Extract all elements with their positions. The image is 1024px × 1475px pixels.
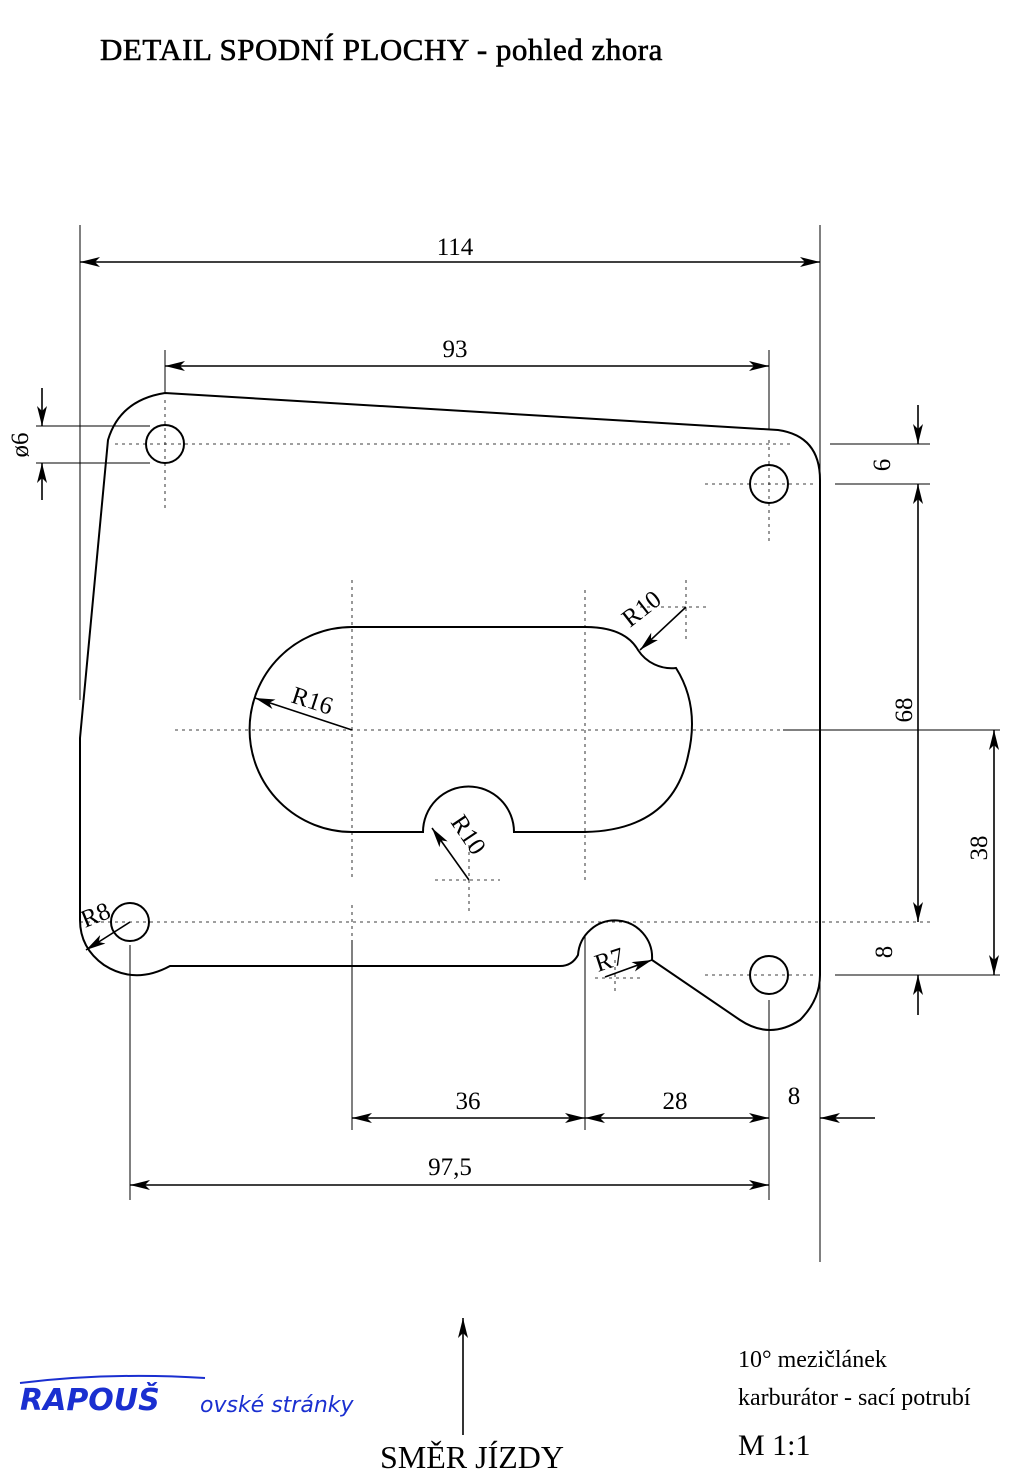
dim-span-8: 8: [788, 1083, 801, 1110]
dim-vertical-span: 68: [891, 698, 918, 723]
dim-bottom-span: 97,5: [428, 1154, 472, 1181]
note-line-2: karburátor - sací potrubí: [738, 1385, 971, 1411]
dimension-lines: [37, 257, 999, 1190]
center-lines: [80, 400, 930, 995]
logo-swoosh-icon: [19, 1374, 206, 1384]
radius-r10-top: R10: [617, 586, 666, 633]
radius-r7: R7: [592, 943, 628, 978]
radius-r8: R8: [77, 898, 114, 934]
dim-top-offset: 6: [869, 459, 896, 472]
dim-right-offset: 38: [966, 836, 993, 861]
dim-span-36: 36: [456, 1088, 481, 1115]
plate-outline: [79, 391, 821, 1031]
radius-r16: R16: [288, 682, 336, 721]
extension-lines: [36, 225, 1000, 1262]
dim-bottom-offset: 8: [871, 946, 898, 959]
note-line-1: 10° mezičlánek: [738, 1347, 887, 1373]
dim-span-28: 28: [663, 1088, 688, 1115]
site-logo: RAPOUŠ ovské stránky: [19, 1374, 355, 1418]
scale-label: M 1:1: [738, 1429, 811, 1462]
dim-hole-diameter: ø6: [7, 433, 34, 458]
logo-main-text: RAPOUŠ: [20, 1381, 160, 1418]
direction-label: SMĚR JÍZDY: [380, 1439, 564, 1475]
dim-top-holes-span: 93: [443, 336, 468, 363]
radius-r10-bottom: R10: [445, 810, 491, 860]
drawing-title: DETAIL SPODNÍ PLOCHY - pohled zhora: [100, 32, 663, 67]
dim-overall-width: 114: [437, 234, 474, 261]
logo-sub-text: ovské stránky: [200, 1393, 355, 1418]
radius-leaders: [85, 606, 687, 978]
central-opening: [248, 626, 693, 833]
